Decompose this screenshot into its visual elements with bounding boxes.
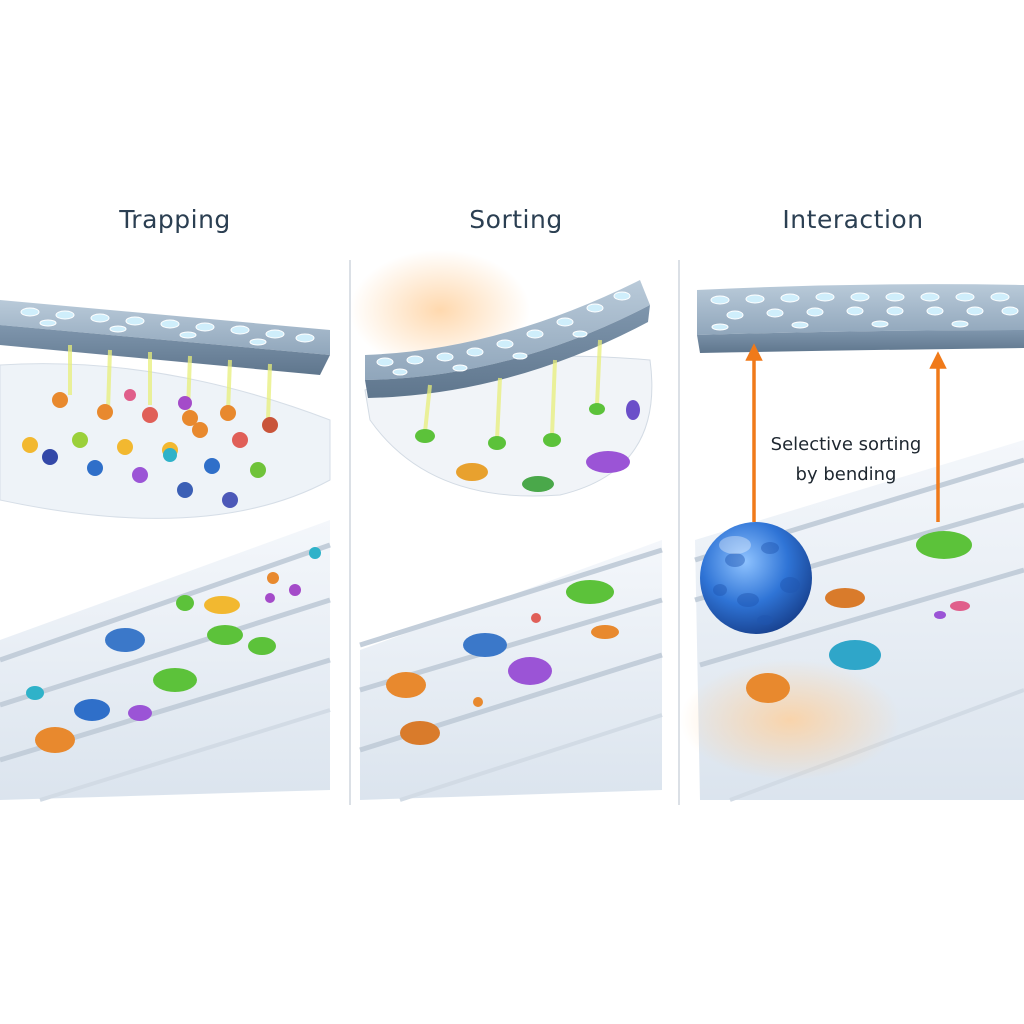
trapping-beam — [68, 345, 272, 421]
sorting-beam — [423, 339, 602, 441]
flowing-particles — [26, 547, 321, 753]
sorting-panel — [350, 250, 663, 802]
annotation-line-1: Selective sorting — [770, 434, 922, 455]
sorted-particles — [415, 400, 640, 492]
trapping-surface — [0, 363, 331, 519]
large-spherical-particle — [700, 522, 812, 634]
bent-porous-membrane — [365, 280, 650, 398]
microfluidic-channel — [0, 520, 331, 802]
annotation-line-2: by bending — [795, 464, 897, 485]
trapped-particles — [22, 389, 278, 508]
porous-membrane — [0, 300, 330, 375]
panel-title-interaction: Interaction — [782, 205, 924, 234]
annotation-label: Selective sorting by bending — [746, 430, 946, 490]
porous-membrane — [697, 284, 1024, 353]
flowing-particles — [746, 531, 972, 703]
panel-title-sorting: Sorting — [469, 205, 563, 234]
panel-title-trapping: Trapping — [119, 205, 231, 234]
trapping-panel — [0, 300, 331, 802]
flowing-particles — [386, 580, 619, 745]
interaction-panel — [680, 284, 1024, 802]
light-glow — [680, 660, 900, 780]
